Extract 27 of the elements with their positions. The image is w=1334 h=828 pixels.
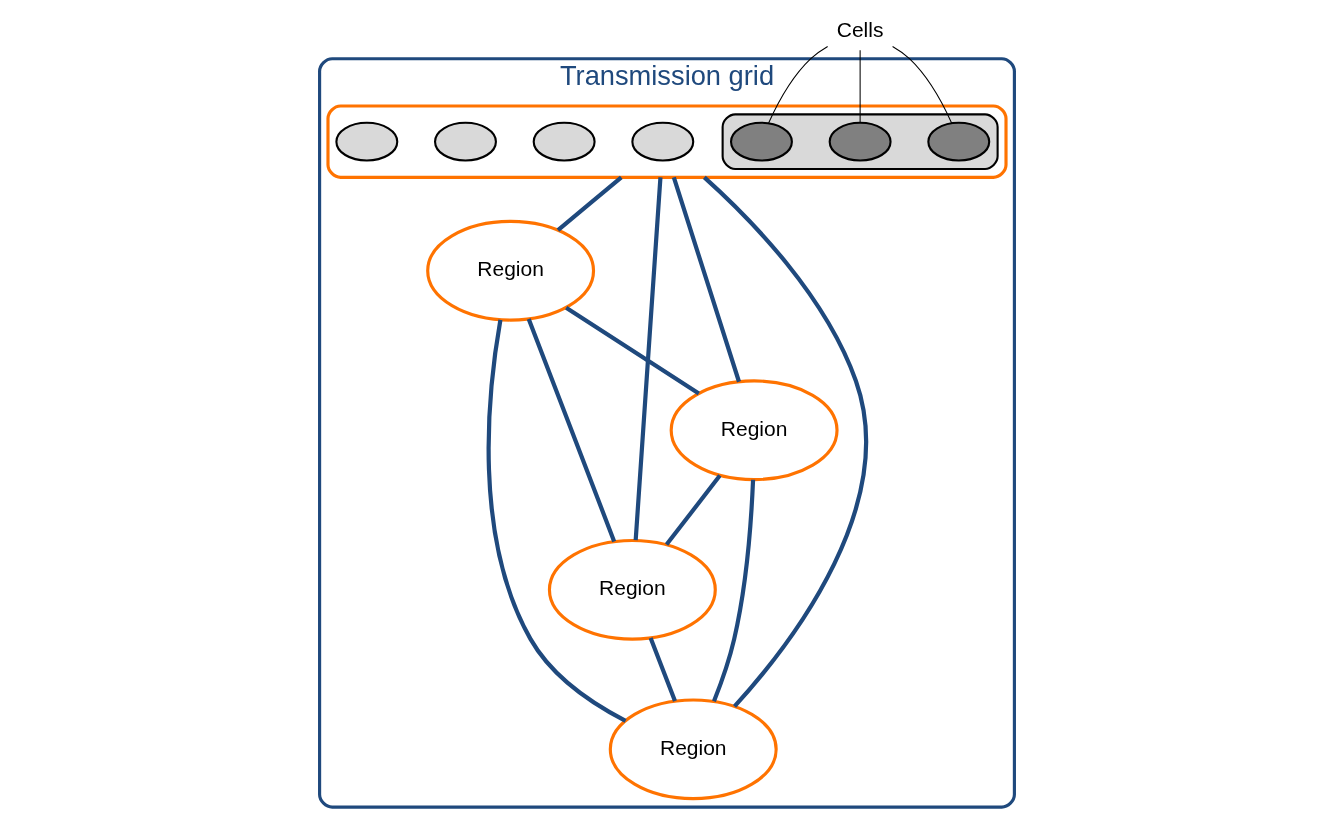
node-ellipse xyxy=(335,121,399,162)
node-ellipse xyxy=(631,121,695,162)
connector xyxy=(526,318,617,543)
connector xyxy=(648,637,677,702)
connector xyxy=(486,319,627,723)
node-ellipse xyxy=(434,121,497,162)
connector xyxy=(859,49,861,124)
node-ellipse: Region xyxy=(608,698,778,801)
connector xyxy=(565,305,700,396)
connector xyxy=(712,479,756,703)
connector xyxy=(892,46,953,124)
node-ellipse xyxy=(828,121,892,162)
node-ellipse: Region xyxy=(426,219,596,322)
connector xyxy=(671,176,741,383)
node-ellipse: Region xyxy=(669,379,839,482)
node-text: Cells xyxy=(836,17,884,41)
node-ellipse xyxy=(532,121,596,162)
node-ellipse xyxy=(927,121,991,162)
connector xyxy=(633,177,663,541)
node-ellipse: Region xyxy=(547,538,717,641)
connector xyxy=(556,175,623,232)
connector xyxy=(702,175,869,708)
node-ellipse xyxy=(729,121,793,162)
connector xyxy=(664,474,722,546)
cluster xyxy=(721,113,999,170)
cluster xyxy=(326,104,1008,179)
connector xyxy=(768,46,829,124)
